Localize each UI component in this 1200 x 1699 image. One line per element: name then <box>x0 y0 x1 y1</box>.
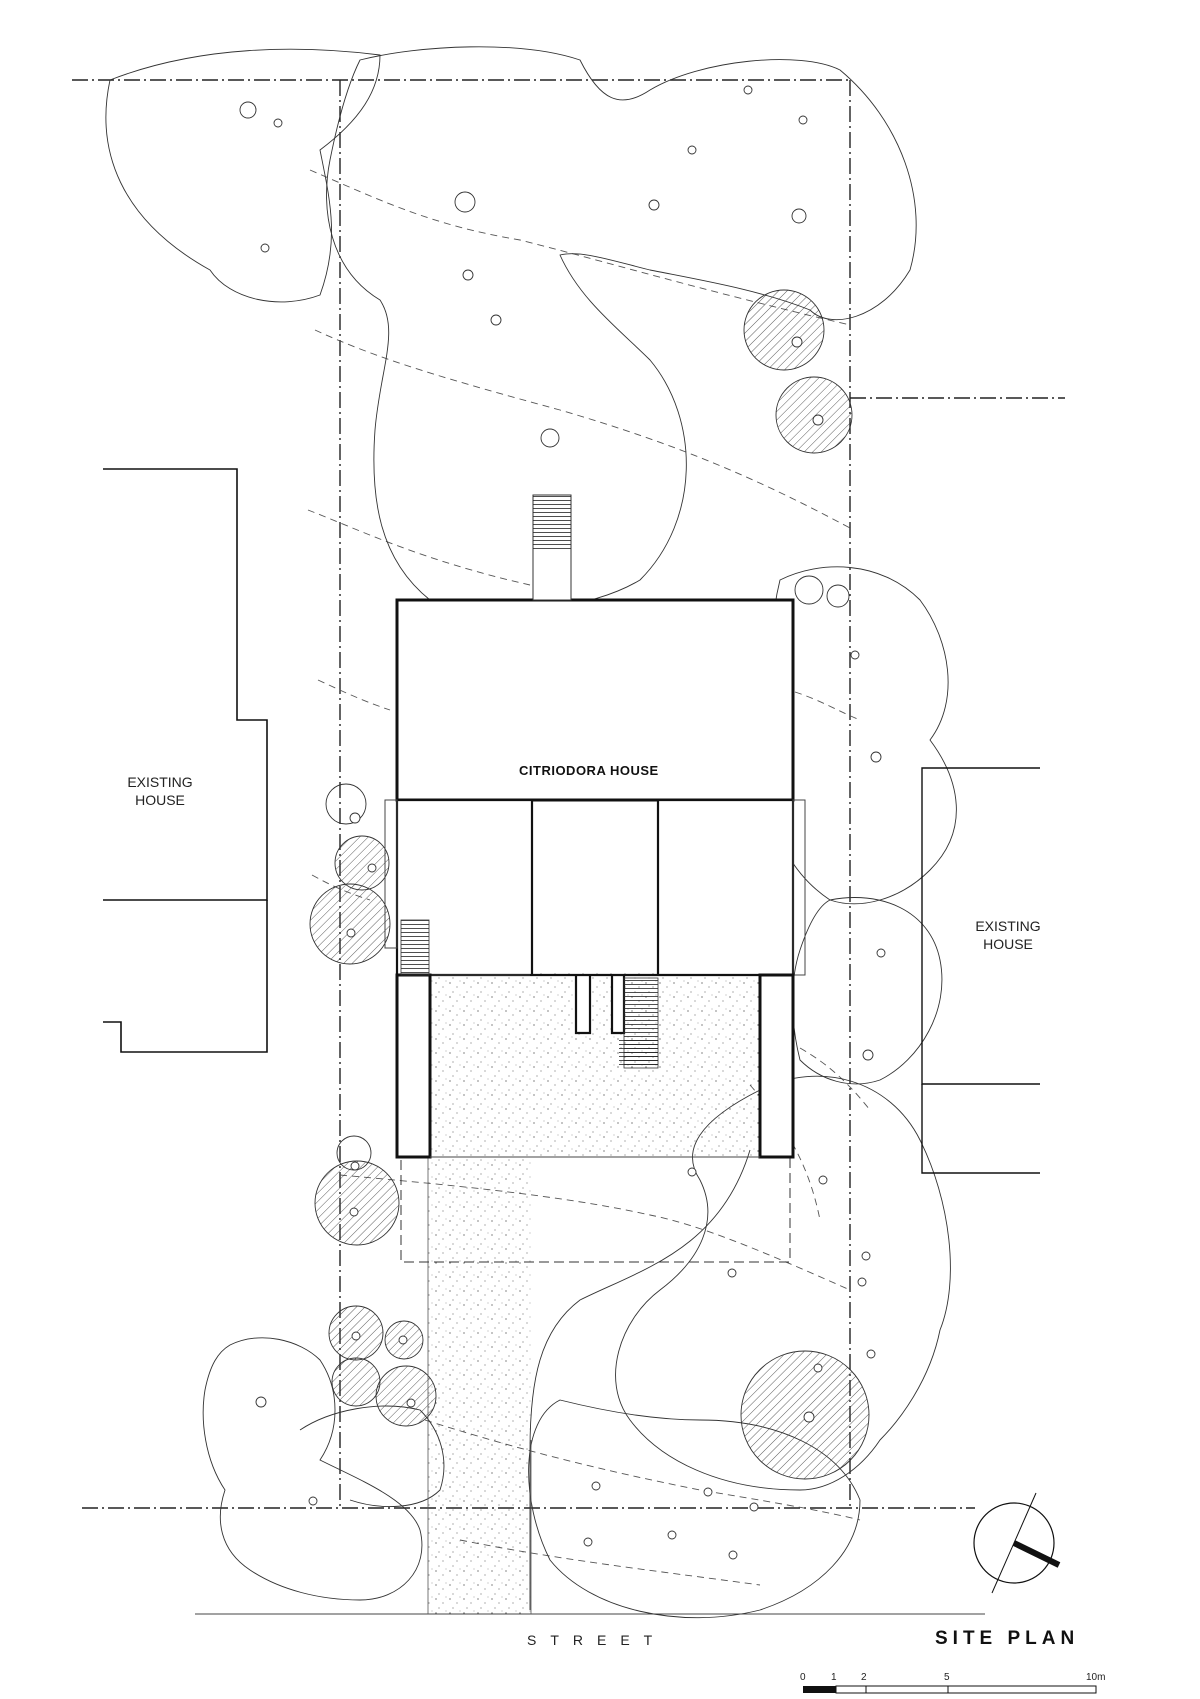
tree-small <box>794 575 824 605</box>
tree-canopy <box>202 1337 423 1601</box>
tree-canopy <box>792 897 943 1085</box>
existing-house-left-text: EXISTING HOUSE <box>127 774 193 808</box>
tree-small <box>375 1365 437 1427</box>
citriodora-house-label: CITRIODORA HOUSE <box>519 763 659 778</box>
tree-canopy <box>105 48 381 303</box>
existing-house-left-label: EXISTING HOUSE <box>110 773 210 809</box>
tree-small <box>334 835 390 891</box>
tree-canopy <box>615 1075 951 1491</box>
existing-house-right-label: EXISTING HOUSE <box>958 917 1058 953</box>
tree-small <box>314 1160 400 1246</box>
scale-tick-0: 0 <box>800 1672 806 1683</box>
courtyard-paving <box>430 973 760 1157</box>
scale-tick-1: 1 <box>831 1672 837 1683</box>
scale-tick-2: 2 <box>861 1672 867 1683</box>
stair-west <box>400 919 430 976</box>
tree-trunks <box>239 85 886 1560</box>
street-label: STREET <box>527 1632 667 1648</box>
tree-canopy <box>528 1399 861 1619</box>
tree-small <box>331 1357 381 1407</box>
citriodora-house-outline <box>395 598 795 1035</box>
tree-canopy <box>326 46 917 611</box>
tree-small <box>775 376 853 454</box>
scale-tick-5: 5 <box>944 1672 950 1683</box>
existing-house-right-outline <box>921 767 1040 1174</box>
side-wings <box>395 973 795 1159</box>
scale-bar <box>803 1685 1097 1694</box>
driveway-paving <box>428 1157 531 1614</box>
existing-house-left-outline <box>103 468 268 1053</box>
tree-small <box>325 783 367 825</box>
site-plan-title: SITE PLAN <box>935 1628 1080 1649</box>
tree-small <box>309 883 391 965</box>
tree-small <box>826 584 850 608</box>
tree-small <box>743 289 825 371</box>
north-arrow-icon <box>973 1492 1061 1594</box>
carport-outline <box>400 1156 791 1263</box>
scale-tick-10: 10m <box>1086 1672 1106 1683</box>
existing-house-right-text: EXISTING HOUSE <box>975 918 1041 952</box>
